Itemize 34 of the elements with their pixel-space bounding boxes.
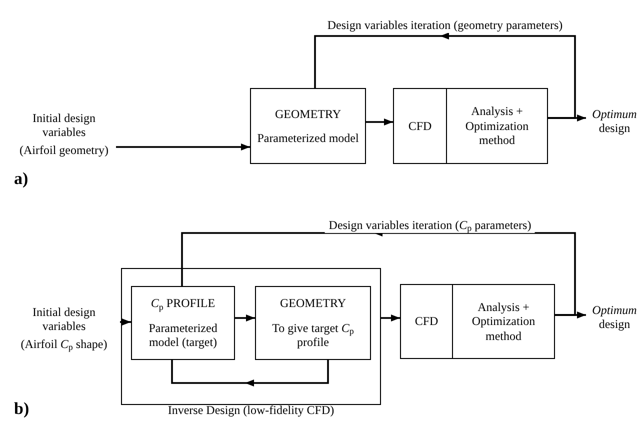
process-box (131, 286, 235, 360)
process-box (250, 88, 366, 164)
edge-label: Design variables iteration (C$_{p}$ parameters) (324, 218, 536, 233)
box-text: CFD (408, 118, 432, 134)
arrow (120, 318, 131, 326)
process-box (393, 88, 447, 164)
group-title: Inverse Design (low-fidelity CFD) (166, 403, 336, 418)
process-box (255, 286, 371, 360)
flow-text: (Airfoil geometry) (20, 142, 108, 158)
arrow (116, 144, 250, 150)
panel-label: b) (14, 400, 30, 417)
box-heading: C$_{p}$ PROFILE (150, 296, 216, 311)
box-text: CFD (414, 314, 438, 329)
process-box (446, 88, 548, 164)
flow-text: Initial design variables (32, 110, 96, 140)
feedback-arrow (171, 360, 329, 386)
box-text: To give target C$_{p}$ profile (271, 320, 355, 350)
box-text: Analysis + Optimization method (464, 104, 530, 148)
process-box (452, 284, 555, 359)
box-heading: GEOMETRY (280, 296, 346, 311)
box-heading: GEOMETRY (275, 106, 341, 121)
feedback-arrow (181, 230, 576, 316)
feedback-arrow (314, 32, 576, 119)
flow-text: (Airfoil C$_{p}$ shape) (20, 336, 108, 352)
box-text: Parameterized model (target) (148, 320, 218, 350)
arrow (366, 118, 393, 126)
box-text: Parameterized model (257, 131, 359, 146)
flow-text: Optimum design (591, 302, 638, 332)
flow-text: Optimum design (591, 106, 638, 136)
box-text: Analysis + Optimization method (470, 300, 536, 344)
arrow (381, 314, 400, 322)
arrow (235, 314, 255, 322)
panel-label: a) (14, 170, 28, 187)
process-box (400, 284, 453, 359)
